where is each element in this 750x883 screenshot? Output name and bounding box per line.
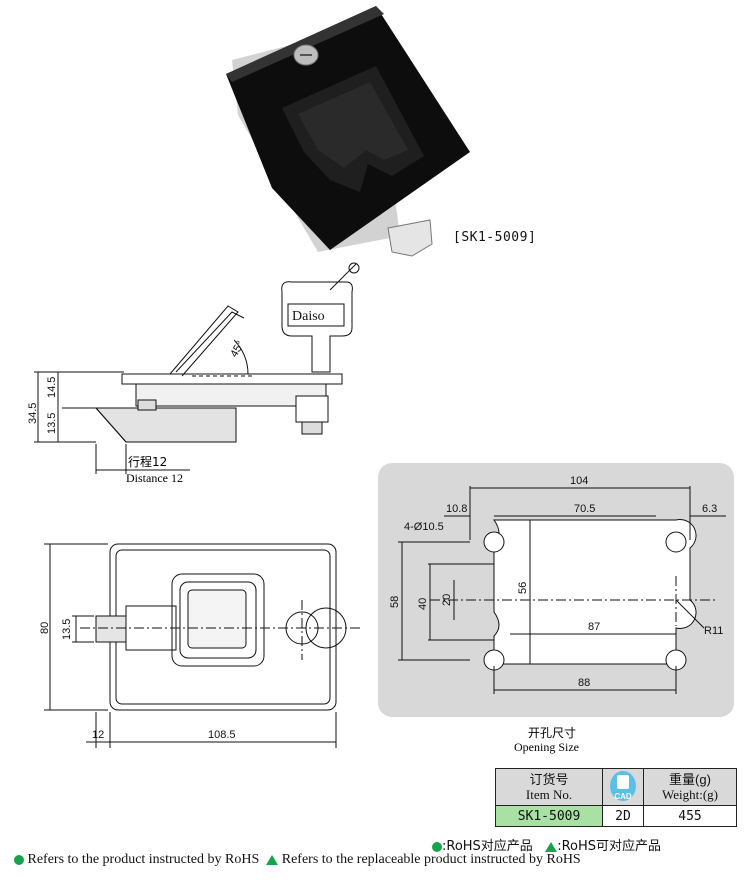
model-tag: [SK1-5009] <box>453 230 537 245</box>
cad-header: CAD <box>602 768 644 806</box>
rohs-dot-icon <box>432 841 442 852</box>
front-dim-offset: 12 <box>92 729 104 741</box>
weight-header: 重量(g) Weight:(g) <box>643 768 737 806</box>
item-no-header-cn: 订货号 <box>529 772 569 787</box>
front-view <box>44 543 360 748</box>
item-no-cell: SK1-5009 <box>495 805 603 827</box>
rohs-legend-en: Refers to the product instructed by RoHS… <box>14 852 581 868</box>
opening-dim-70-5: 70.5 <box>574 503 595 515</box>
rohs-dot-icon-en <box>14 854 24 865</box>
weight-header-en: Weight:(g) <box>662 787 718 802</box>
product-photo <box>226 6 470 257</box>
order-table: 订货号 Item No. CAD 重量(g) Weight:(g) SK1-50… <box>495 768 737 827</box>
opening-dim-88: 88 <box>578 677 590 689</box>
key-brand-label: Daiso <box>292 309 325 324</box>
cad-icon: CAD <box>610 770 636 801</box>
rohs-triangle-icon <box>545 841 558 852</box>
opening-caption-en: Opening Size <box>514 740 579 754</box>
opening-dim-holes: 4-Ø10.5 <box>404 521 444 533</box>
side-dim-total: 34.5 <box>27 403 39 424</box>
opening-dim-104: 104 <box>570 475 588 487</box>
side-dim-lower: 13.5 <box>46 413 58 434</box>
opening-dim-87: 87 <box>588 621 600 633</box>
cad-icon-label: CAD <box>614 791 632 801</box>
travel-en: Distance 12 <box>126 471 183 485</box>
side-view <box>34 262 360 474</box>
opening-caption-cn: 开孔尺寸 <box>528 726 576 740</box>
opening-dim-58: 58 <box>389 596 401 608</box>
rohs-en-text: Refers to the product instructed by RoHS <box>27 852 260 867</box>
rohs-replace-cn-text: :RoHS可对应产品 <box>557 839 662 854</box>
order-table-header: 订货号 Item No. CAD 重量(g) Weight:(g) <box>495 768 737 806</box>
front-dim-latch: 13.5 <box>61 619 73 640</box>
order-table-row: SK1-5009 2D 455 <box>495 805 737 827</box>
item-no-header-en: Item No. <box>525 787 573 802</box>
rohs-legend-cn: :RoHS对应产品 :RoHS可对应产品 <box>432 835 661 854</box>
opening-dim-20: 20 <box>441 594 453 606</box>
rohs-triangle-icon-en <box>266 854 279 865</box>
cad-cell: 2D <box>602 805 644 827</box>
travel-cn: 行程12 <box>128 454 167 469</box>
rohs-replace-en-text: Refers to the replaceable product instru… <box>281 852 581 867</box>
weight-cell: 455 <box>643 805 737 827</box>
opening-drawing <box>398 486 726 694</box>
side-dim-upper: 14.5 <box>46 377 58 398</box>
opening-dim-10-8: 10.8 <box>446 503 467 515</box>
item-no-header: 订货号 Item No. <box>495 768 603 806</box>
opening-dim-radius: R11 <box>704 625 723 637</box>
rohs-cn-text: :RoHS对应产品 <box>442 839 533 854</box>
side-angle-label: 45° <box>228 339 247 359</box>
opening-dim-40: 40 <box>417 598 429 610</box>
opening-dim-6-3: 6.3 <box>702 503 717 515</box>
weight-header-cn: 重量(g) <box>669 772 711 787</box>
front-dim-height: 80 <box>39 622 51 634</box>
front-dim-width: 108.5 <box>208 729 236 741</box>
opening-dim-56: 56 <box>517 582 529 594</box>
